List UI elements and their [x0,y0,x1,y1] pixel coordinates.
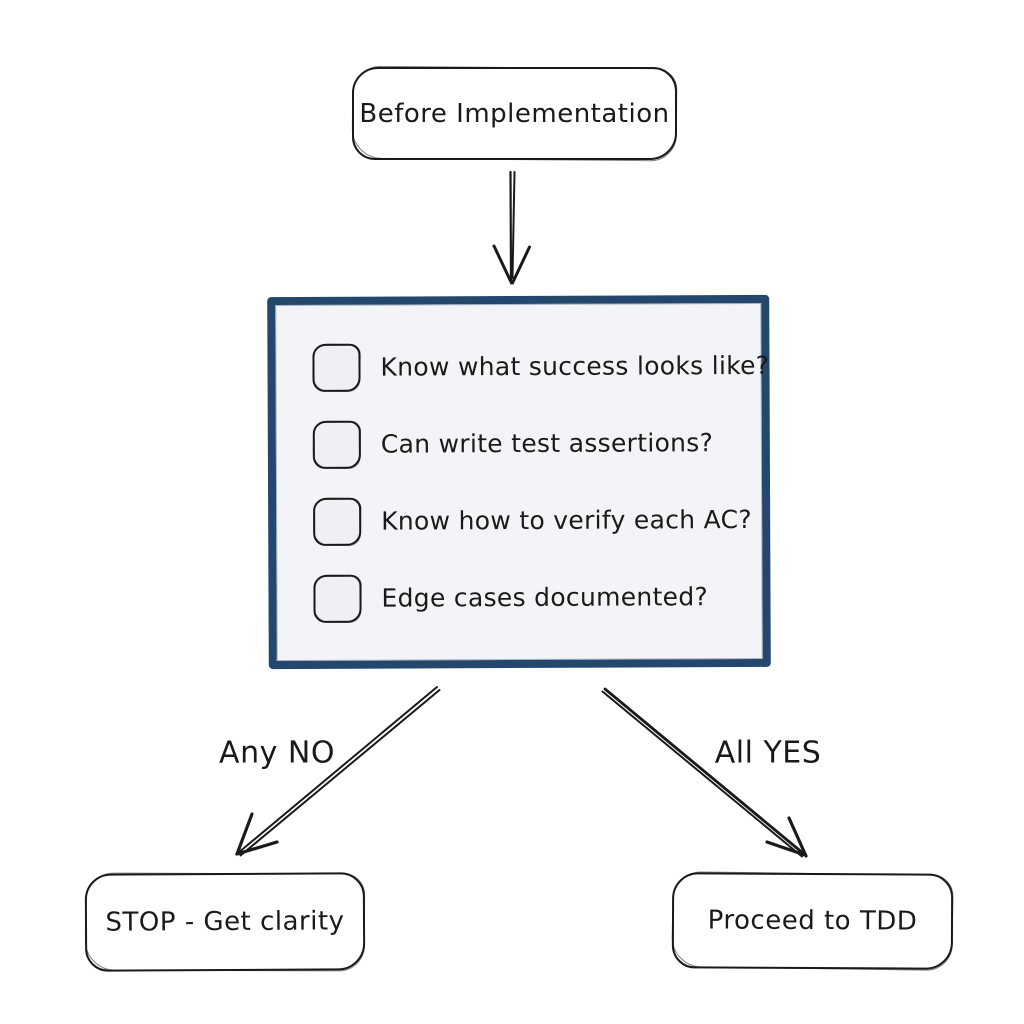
outcome-box-proceed: Proceed to TDD [671,872,954,970]
checklist-row: Know what success looks like? [312,341,769,392]
title-box-label: Before Implementation [359,98,670,129]
branch-label-all-yes: All YES [714,735,822,771]
branch-label-any-no: Any NO [219,735,335,771]
arrow-all-yes [601,687,808,858]
checklist-item-label: Can write test assertions? [380,428,714,459]
outcome-stop-label: STOP - Get clarity [105,906,345,938]
checklist-item-label: Know what success looks like? [380,350,770,382]
checklist-panel: Know what success looks like? Can write … [267,294,771,670]
outcome-proceed-label: Proceed to TDD [707,905,918,937]
checklist-item-label: Edge cases documented? [381,582,709,613]
checkbox-icon [312,420,361,469]
checklist-row: Know how to verify each AC? [313,495,762,546]
checkbox-icon [313,574,362,623]
checklist-row: Edge cases documented? [313,572,762,623]
checkbox-icon [312,343,361,392]
checklist-item-label: Know how to verify each AC? [381,504,752,536]
title-box: Before Implementation [352,67,677,160]
arrow-any-no [235,686,441,857]
checkbox-icon [313,497,362,546]
arrow-title-to-checklist [492,170,531,285]
outcome-box-stop: STOP - Get clarity [84,872,366,972]
checklist-row: Can write test assertions? [312,418,762,469]
